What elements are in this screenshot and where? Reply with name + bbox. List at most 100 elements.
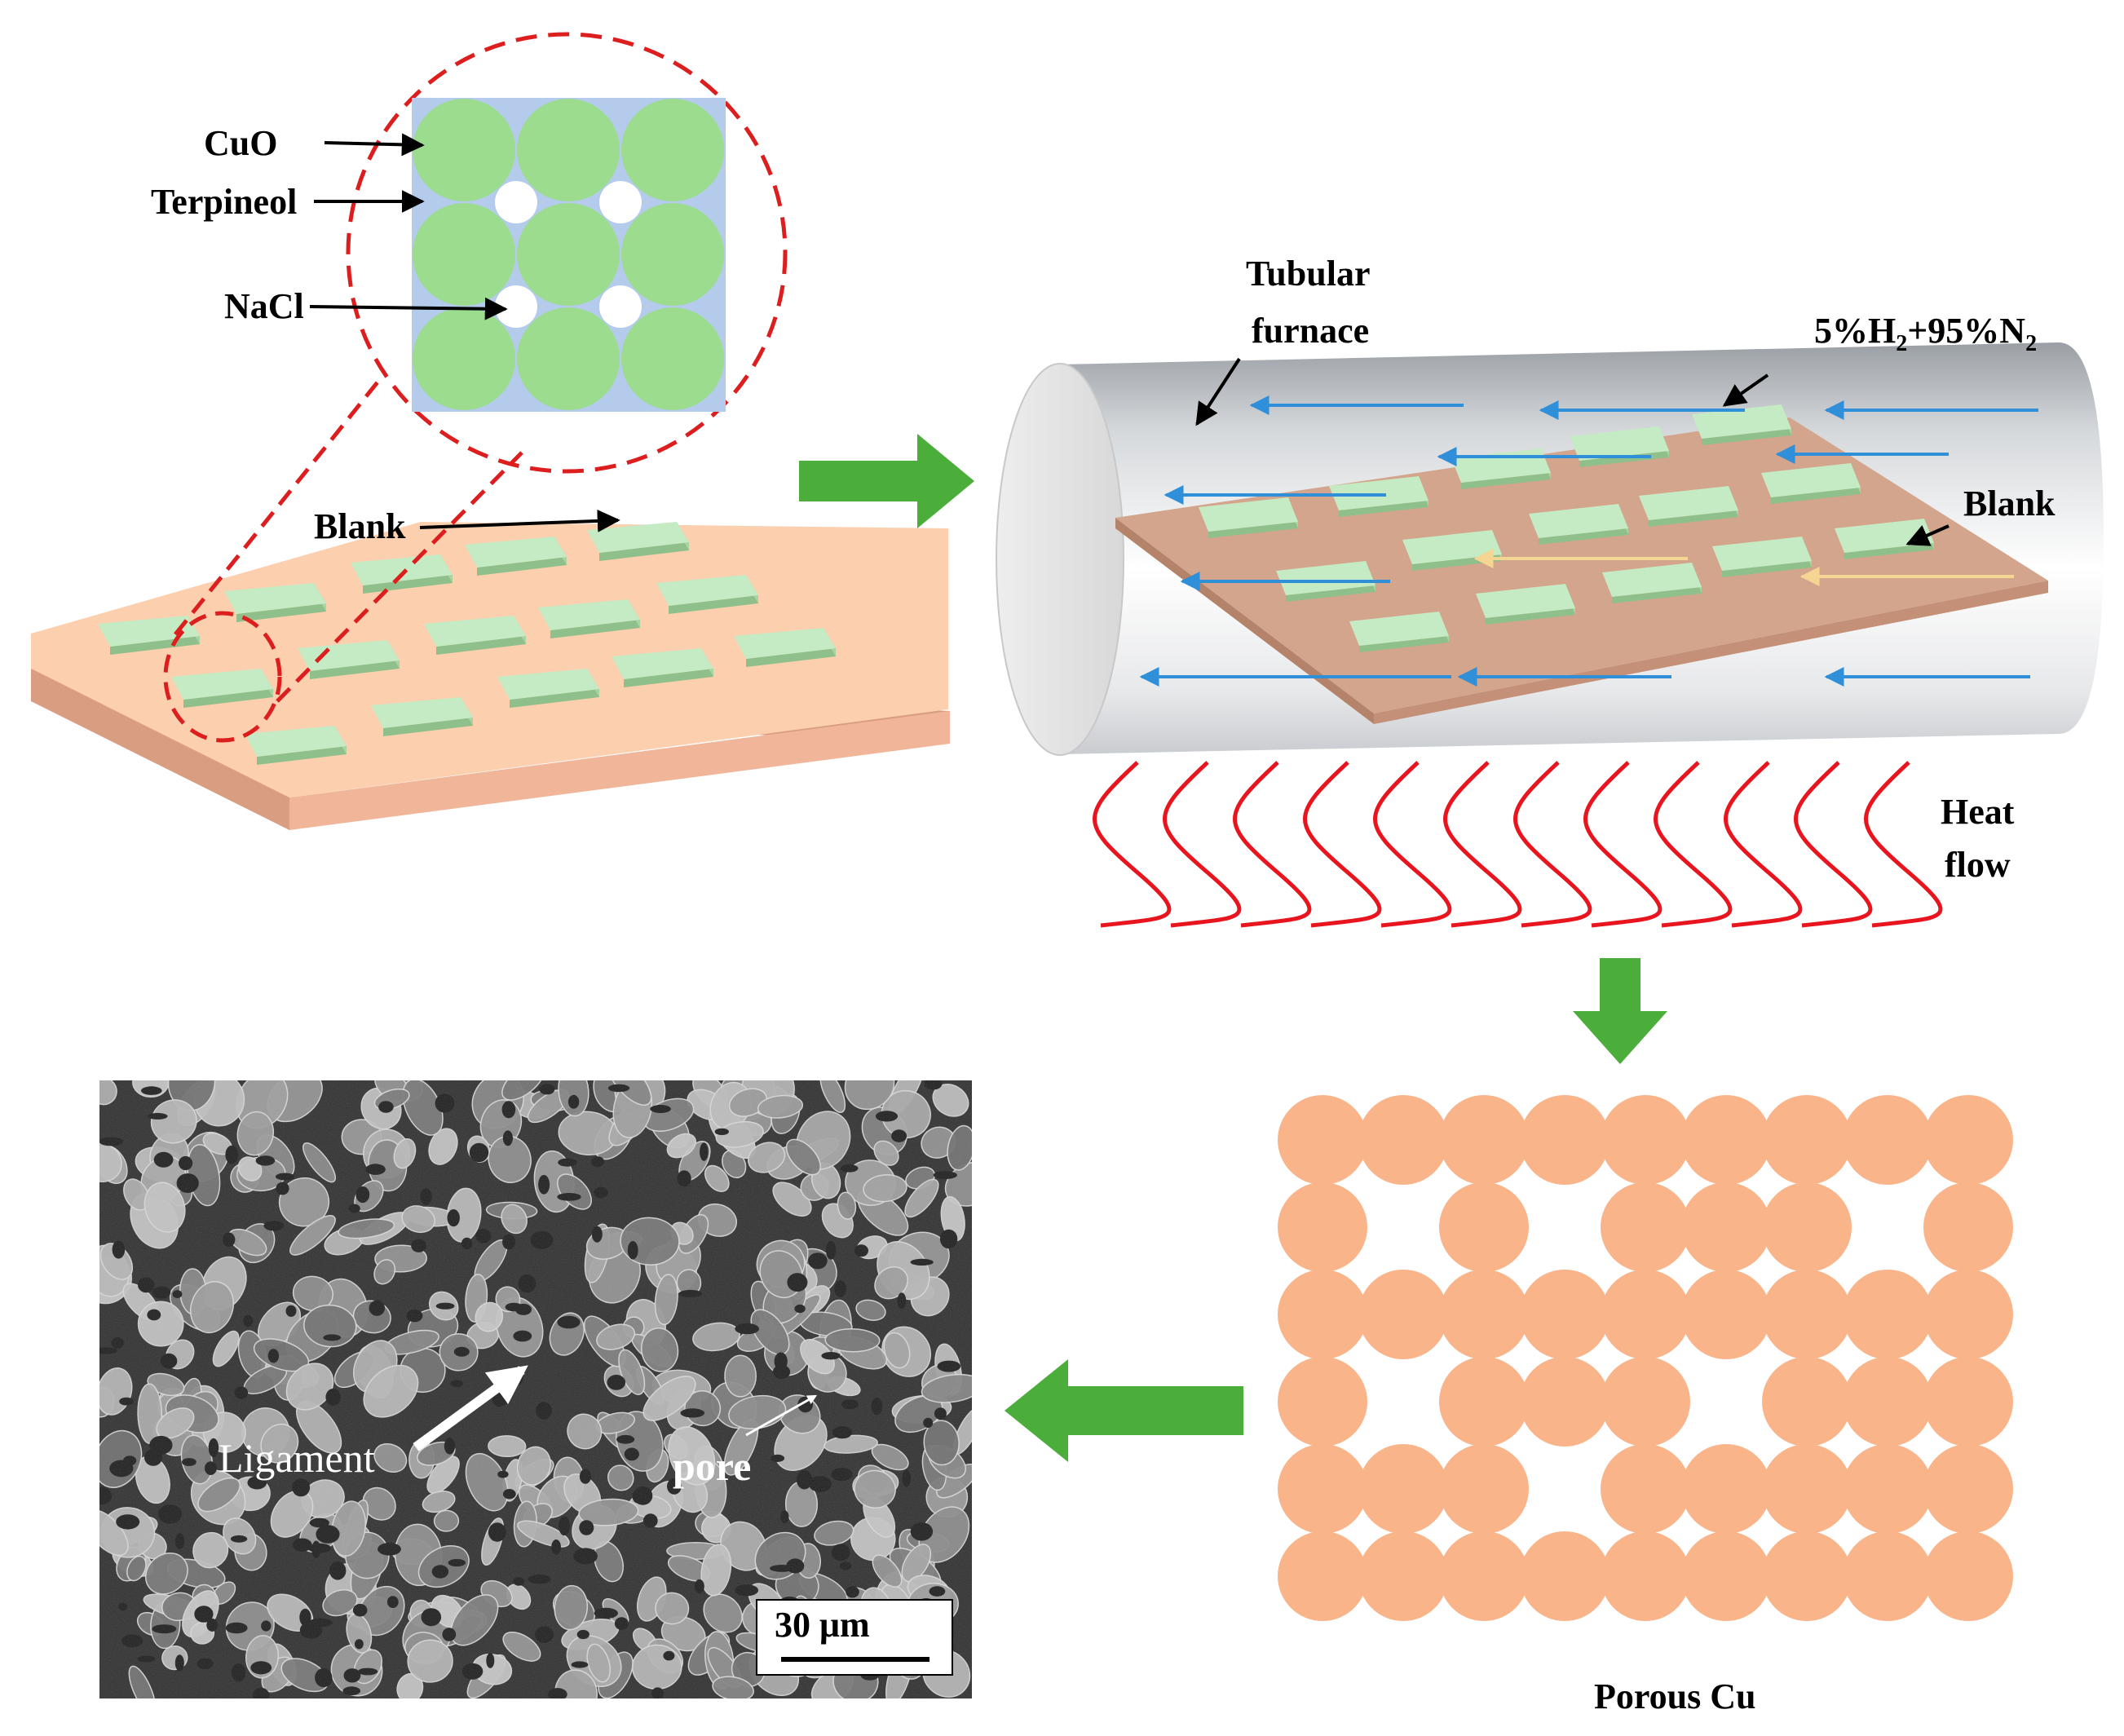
blank-pad xyxy=(497,669,599,708)
blank-pad xyxy=(424,616,526,655)
cu-particle xyxy=(1923,1357,2013,1447)
cuo-particle xyxy=(413,203,515,306)
label-blank-left: Blank xyxy=(314,506,406,546)
cu-particle xyxy=(1762,1095,1852,1185)
blank-pad xyxy=(1761,463,1861,504)
cu-particle xyxy=(1843,1095,1932,1185)
cuo-particle-grid xyxy=(413,99,724,410)
blank-pad xyxy=(1529,504,1628,545)
blank-pad xyxy=(1602,563,1702,603)
heat-wave xyxy=(1233,761,1312,928)
cu-particle xyxy=(1681,1270,1771,1359)
label-porous-cu: Porous Cu xyxy=(1594,1676,1755,1716)
cu-particle xyxy=(1439,1444,1529,1534)
cu-particle xyxy=(1601,1095,1690,1185)
cu-particle xyxy=(1762,1270,1852,1359)
label-terpineol: Terpineol xyxy=(151,182,297,222)
cu-particle xyxy=(1843,1444,1932,1534)
cu-particle xyxy=(1681,1531,1771,1621)
cu-particle xyxy=(1278,1182,1367,1272)
cu-particle xyxy=(1439,1270,1529,1359)
nacl-particle xyxy=(495,285,537,328)
sem-micrograph xyxy=(99,1080,972,1698)
heat-wave xyxy=(1794,761,1873,928)
arrow-nacl xyxy=(309,297,508,320)
arrow-cuo xyxy=(324,133,425,157)
heat-wave xyxy=(1163,761,1242,928)
blank-pad xyxy=(612,648,713,687)
porous-cu-structure xyxy=(1278,1095,2013,1621)
cu-particle xyxy=(1439,1531,1529,1621)
heat-wave xyxy=(1513,761,1592,928)
blank-pad xyxy=(171,669,273,708)
label-pore: pore xyxy=(673,1443,751,1489)
cu-particle xyxy=(1843,1357,1932,1447)
cu-particle xyxy=(1278,1095,1367,1185)
arrow-furnace xyxy=(1195,357,1241,426)
sem-annotations: Ligament pore 30 μm xyxy=(219,1365,953,1676)
cu-particle xyxy=(1439,1357,1529,1447)
label-ligament: Ligament xyxy=(219,1435,375,1481)
label-cuo: CuO xyxy=(204,123,277,163)
blank-pad xyxy=(245,726,347,765)
gas-flow-arrows xyxy=(1139,395,2038,687)
blank-pad xyxy=(1692,404,1791,445)
arrow-gas xyxy=(1722,373,1769,407)
blank-pad xyxy=(734,628,836,667)
heat-wave xyxy=(1724,761,1803,928)
cu-particle xyxy=(1278,1444,1367,1534)
label-flow: flow xyxy=(1945,845,2011,885)
cu-particle xyxy=(1278,1531,1367,1621)
blank-pad xyxy=(1712,537,1812,577)
cu-particle xyxy=(1358,1270,1448,1359)
heat-wave xyxy=(1303,761,1382,928)
cu-particle xyxy=(1923,1095,2013,1185)
blank-pad xyxy=(1476,584,1575,625)
cu-particle xyxy=(1762,1357,1852,1447)
heat-wave xyxy=(1443,761,1522,928)
cu-particle xyxy=(1681,1444,1771,1534)
arrow-blank-right xyxy=(1905,524,1950,546)
tubular-furnace xyxy=(996,342,2104,756)
cu-particle xyxy=(1358,1095,1448,1185)
furnace-labels: Tubular furnace 5%H2+95%N2 Blank xyxy=(1195,254,2056,546)
left-labels: CuO Terpineol NaCl Blank xyxy=(151,123,620,546)
cuo-particle xyxy=(621,99,724,201)
label-furnace: furnace xyxy=(1252,311,1369,351)
blank-pad xyxy=(465,537,567,576)
cu-particle xyxy=(1601,1444,1690,1534)
nacl-particle xyxy=(599,181,642,223)
heat-flow-waves xyxy=(1093,761,1943,928)
magnifier xyxy=(163,32,788,743)
heat-wave xyxy=(1864,761,1943,928)
label-scale: 30 μm xyxy=(775,1605,870,1645)
cuo-particle xyxy=(621,203,724,306)
heat-wave xyxy=(1583,761,1663,928)
cu-particle xyxy=(1439,1095,1529,1185)
process-arrow-left xyxy=(1005,1359,1243,1462)
cu-particle xyxy=(1762,1531,1852,1621)
arrow-blank-left xyxy=(419,509,620,532)
nacl-particle xyxy=(599,285,642,328)
blank-pad xyxy=(298,640,400,679)
blank-pad xyxy=(224,583,326,622)
cuo-particle xyxy=(413,99,515,201)
heat-wave xyxy=(1373,761,1452,928)
cu-particle xyxy=(1278,1357,1367,1447)
cu-particle xyxy=(1923,1270,2013,1359)
cu-particle xyxy=(1601,1531,1690,1621)
cu-particle xyxy=(1923,1444,2013,1534)
heat-wave xyxy=(1093,761,1172,928)
cuo-particle xyxy=(621,307,724,410)
cu-particle xyxy=(1439,1182,1529,1272)
blank-pad xyxy=(1639,486,1738,527)
cu-particle xyxy=(1278,1270,1367,1359)
scale-bar-box xyxy=(756,1599,953,1676)
cu-particle xyxy=(1601,1270,1690,1359)
cu-particle xyxy=(1520,1270,1610,1359)
cu-particle xyxy=(1358,1531,1448,1621)
cuo-particle xyxy=(517,203,620,306)
cu-particle xyxy=(1923,1182,2013,1272)
label-gas-mix: 5%H2+95%N2 xyxy=(1814,311,2037,356)
label-heat: Heat xyxy=(1941,792,2015,832)
